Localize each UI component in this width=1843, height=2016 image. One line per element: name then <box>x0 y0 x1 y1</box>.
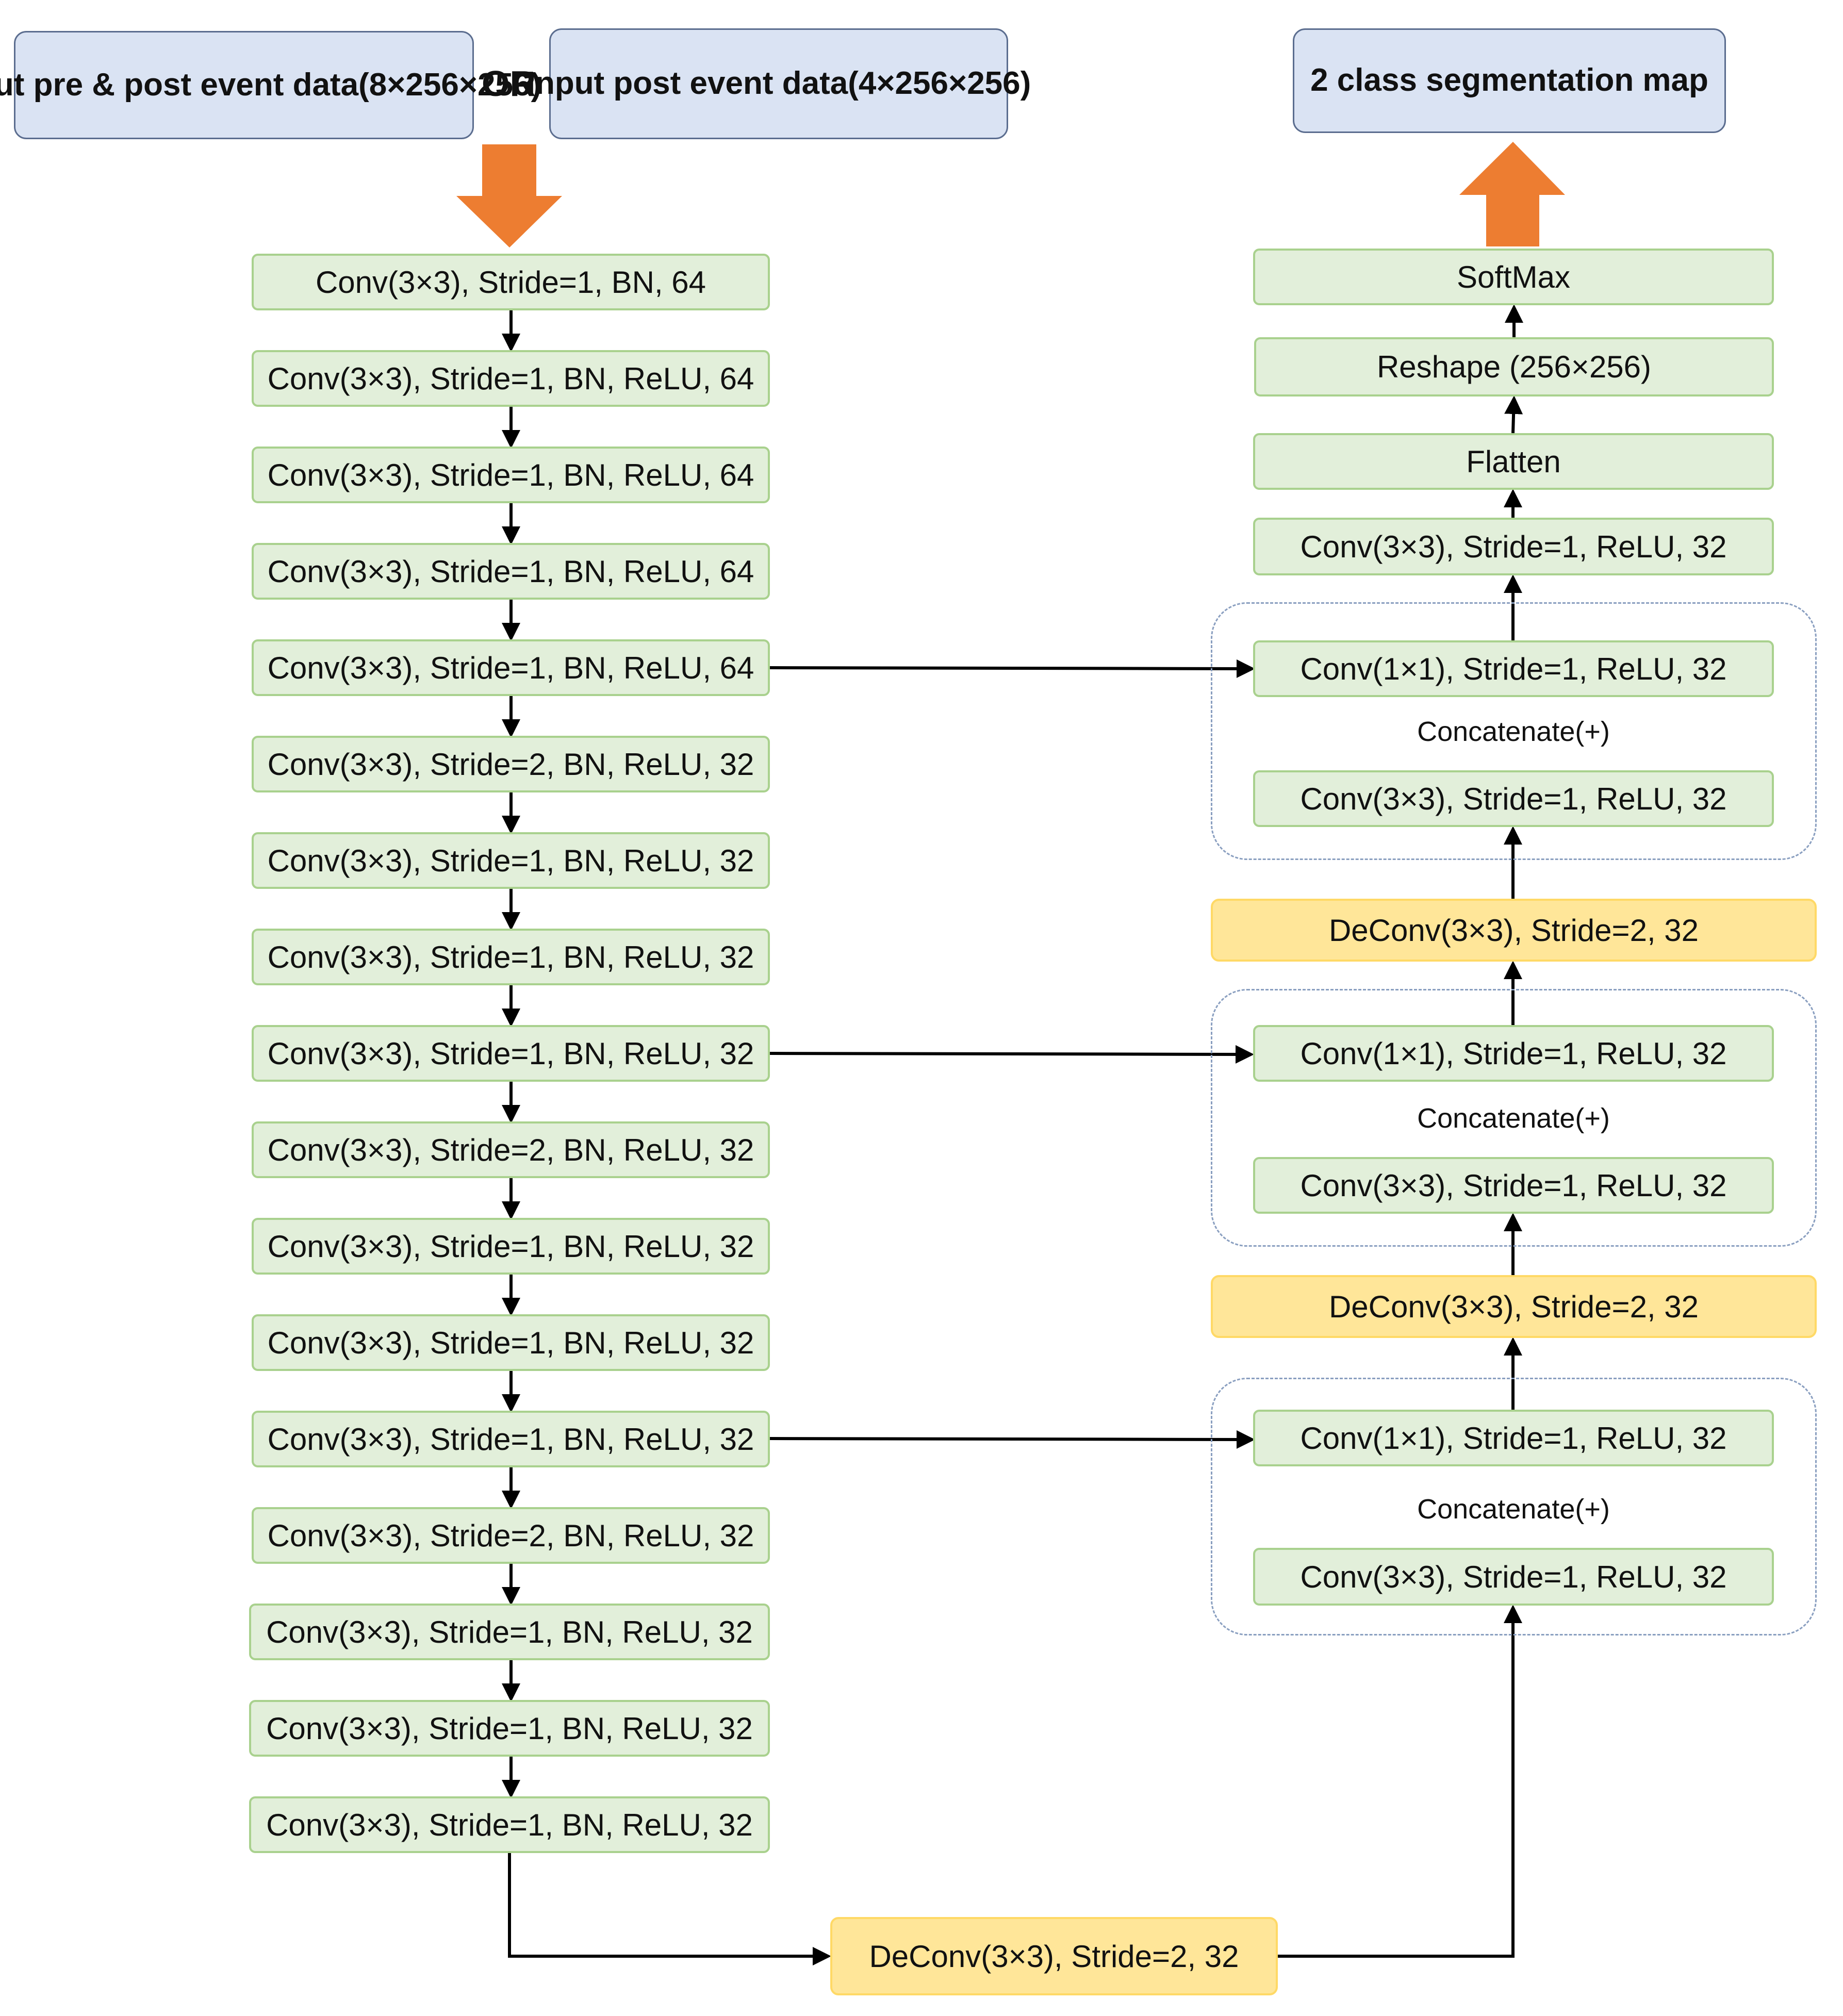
bottom-deconv-layer: DeConv(3×3), Stride=2, 32 <box>830 1917 1278 1995</box>
encoder-layer-11: Conv(3×3), Stride=1, BN, ReLU, 32 <box>252 1218 770 1275</box>
decoder-deconv-2: DeConv(3×3), Stride=2, 32 <box>1211 899 1817 962</box>
encoder-layer-2: Conv(3×3), Stride=1, BN, ReLU, 64 <box>252 350 770 407</box>
encoder-layer-4: Conv(3×3), Stride=1, BN, ReLU, 64 <box>252 543 770 600</box>
decoder-block-2-conv3x3: Conv(3×3), Stride=1, ReLU, 32 <box>1253 1157 1774 1214</box>
input-pre-post-box: Input pre & post event data (8×256×256) <box>0 31 541 139</box>
final-conv-layer: Conv(3×3), Stride=1, ReLU, 32 <box>1253 518 1774 575</box>
decoder-block-2-conv1x1: Conv(1×1), Stride=1, ReLU, 32 <box>1253 1025 1774 1082</box>
decoder-block-3-frame <box>1211 602 1817 860</box>
encoder-layer-14: Conv(3×3), Stride=2, BN, ReLU, 32 <box>252 1507 770 1564</box>
decoder-block-3-conv1x1: Conv(1×1), Stride=1, ReLU, 32 <box>1253 640 1774 697</box>
encoder-layer-3: Conv(3×3), Stride=1, BN, ReLU, 64 <box>252 447 770 503</box>
encoder-layer-8: Conv(3×3), Stride=1, BN, ReLU, 32 <box>252 929 770 985</box>
or-label: OR <box>482 63 536 104</box>
input-post-box: Input post event data (4×256×256) <box>526 28 1031 139</box>
deconv-to-decoder-arrow <box>1278 1605 1522 1958</box>
encoder-layer-12: Conv(3×3), Stride=1, BN, ReLU, 32 <box>252 1314 770 1371</box>
encoder-layer-6: Conv(3×3), Stride=2, BN, ReLU, 32 <box>252 736 770 792</box>
input-down-arrow <box>456 144 562 247</box>
encoder-layer-15: Conv(3×3), Stride=1, BN, ReLU, 32 <box>249 1604 770 1660</box>
encoder-layer-16: Conv(3×3), Stride=1, BN, ReLU, 32 <box>249 1700 770 1757</box>
softmax-layer: SoftMax <box>1253 249 1774 305</box>
encoder-layer-1: Conv(3×3), Stride=1, BN, 64 <box>252 254 770 310</box>
input-pre-post-title: Input pre & post event data <box>0 67 359 103</box>
decoder-block-1-conv3x3: Conv(3×3), Stride=1, ReLU, 32 <box>1253 1548 1774 1606</box>
reshape-layer: Reshape (256×256) <box>1254 337 1774 396</box>
flatten-layer: Flatten <box>1253 433 1774 490</box>
encoder-layer-7: Conv(3×3), Stride=1, BN, ReLU, 32 <box>252 832 770 889</box>
encoder-layer-10: Conv(3×3), Stride=2, BN, ReLU, 32 <box>252 1121 770 1178</box>
decoder-block-1-concat: Concatenate(+) <box>1417 1494 1610 1525</box>
input-post-title: Input post event data <box>526 65 848 102</box>
decoder-block-1-frame <box>1211 1378 1817 1635</box>
output-up-arrow <box>1459 142 1565 246</box>
encoder-layer-13: Conv(3×3), Stride=1, BN, ReLU, 32 <box>252 1411 770 1467</box>
skip-connection-3 <box>769 1430 1255 1449</box>
decoder-block-2-concat: Concatenate(+) <box>1417 1103 1610 1134</box>
encoder-layer-5: Conv(3×3), Stride=1, BN, ReLU, 64 <box>252 639 770 696</box>
output-title: 2 class segmentation map <box>1310 62 1708 98</box>
encoder-to-deconv-arrow <box>508 1853 831 1965</box>
decoder-arrow-7 <box>1504 395 1523 434</box>
decoder-block-3-conv3x3: Conv(3×3), Stride=1, ReLU, 32 <box>1253 770 1774 827</box>
output-box: 2 class segmentation map <box>1293 28 1726 133</box>
skip-connection-1 <box>769 659 1255 678</box>
encoder-layer-17: Conv(3×3), Stride=1, BN, ReLU, 32 <box>249 1796 770 1853</box>
input-post-shape: (4×256×256) <box>848 65 1031 102</box>
decoder-block-1-conv1x1: Conv(1×1), Stride=1, ReLU, 32 <box>1253 1410 1774 1466</box>
decoder-deconv-1: DeConv(3×3), Stride=2, 32 <box>1211 1275 1817 1338</box>
skip-connection-2 <box>769 1045 1254 1064</box>
encoder-layer-9: Conv(3×3), Stride=1, BN, ReLU, 32 <box>252 1025 770 1082</box>
input-pre-post-shape: (8×256×256) <box>358 67 542 103</box>
decoder-block-2-frame <box>1211 989 1817 1247</box>
decoder-block-3-concat: Concatenate(+) <box>1417 716 1610 747</box>
